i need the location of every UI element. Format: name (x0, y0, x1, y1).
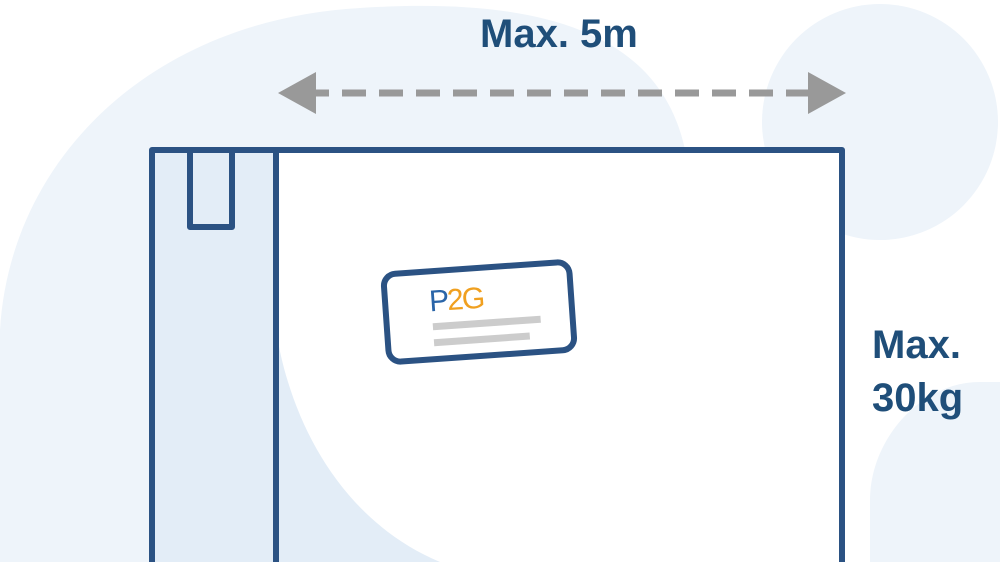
dimension-arrow (278, 72, 846, 114)
background-blob-bottom-right (870, 382, 1000, 562)
width-label: Max. 5m (480, 12, 638, 56)
box-side-strip (152, 150, 276, 562)
label-line-1 (432, 315, 541, 331)
parcel-box (149, 147, 845, 562)
logo-p2g: P2G (428, 282, 485, 319)
weight-label-line2: 30kg (872, 376, 964, 420)
box-tab (187, 147, 235, 230)
arrowhead-left-icon (278, 72, 316, 114)
box-outline (149, 147, 845, 562)
shipping-label: P2G (380, 259, 578, 365)
label-line-2 (433, 332, 531, 347)
weight-label-line1: Max. (872, 323, 961, 367)
box-shadow-area (276, 330, 440, 562)
arrowhead-right-icon (808, 72, 846, 114)
